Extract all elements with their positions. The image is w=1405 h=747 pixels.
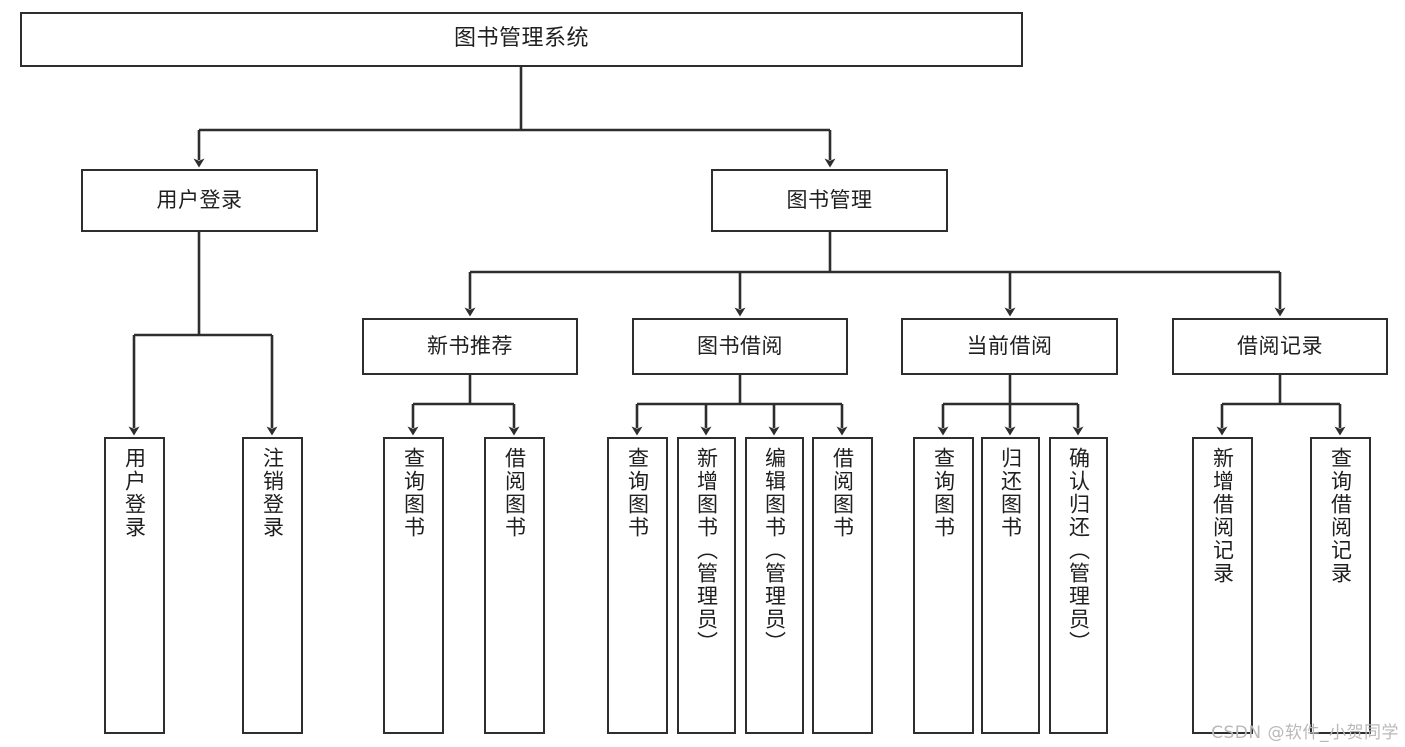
node-leaf-add-book[interactable]: 新增图书（管理员）	[677, 437, 736, 734]
node-label: 新增图书（管理员）	[694, 447, 719, 654]
node-label: 图书管理系统	[453, 26, 589, 52]
node-label: 查询图书	[625, 447, 650, 539]
node-leaf-confirm-return[interactable]: 确认归还（管理员）	[1049, 437, 1108, 734]
node-borrow-record[interactable]: 借阅记录	[1172, 318, 1388, 375]
node-root-system[interactable]: 图书管理系统	[20, 12, 1023, 67]
node-label: 图书管理	[786, 187, 873, 212]
csdn-watermark: CSDN @软件_小贺同学	[1211, 723, 1399, 743]
node-label: 借阅图书	[502, 447, 527, 539]
node-label: 新书推荐	[427, 333, 513, 358]
node-leaf-borrow-book-recommend[interactable]: 借阅图书	[484, 437, 545, 734]
node-label: 用户登录	[156, 187, 243, 212]
node-label: 查询借阅记录	[1328, 447, 1353, 585]
node-user-login[interactable]: 用户登录	[81, 169, 318, 232]
node-leaf-user-login[interactable]: 用户登录	[104, 437, 165, 734]
node-label: 确认归还（管理员）	[1066, 447, 1091, 654]
node-leaf-return-book[interactable]: 归还图书	[981, 437, 1040, 734]
node-leaf-query-book-borrow[interactable]: 查询图书	[607, 437, 668, 734]
node-label: 归还图书	[998, 447, 1023, 539]
node-leaf-add-borrow-record[interactable]: 新增借阅记录	[1192, 437, 1253, 734]
node-label: 借阅图书	[830, 447, 855, 539]
node-book-manage[interactable]: 图书管理	[711, 169, 948, 232]
node-label: 图书借阅	[697, 333, 783, 358]
node-leaf-query-borrow-record[interactable]: 查询借阅记录	[1310, 437, 1371, 734]
node-label: 当前借阅	[966, 333, 1053, 358]
node-book-borrow[interactable]: 图书借阅	[632, 318, 848, 375]
node-label: 注销登录	[260, 447, 285, 539]
node-label: 编辑图书（管理员）	[762, 447, 787, 654]
node-label: 查询图书	[931, 447, 956, 539]
node-label: 借阅记录	[1237, 333, 1323, 358]
node-current-borrow[interactable]: 当前借阅	[901, 318, 1118, 375]
node-leaf-logout-login[interactable]: 注销登录	[242, 437, 303, 734]
node-label: 新增借阅记录	[1210, 447, 1235, 585]
node-new-book-recommend[interactable]: 新书推荐	[362, 318, 578, 375]
node-label: 用户登录	[122, 447, 147, 539]
node-leaf-edit-book[interactable]: 编辑图书（管理员）	[745, 437, 804, 734]
node-leaf-borrow-book[interactable]: 借阅图书	[812, 437, 873, 734]
node-leaf-query-book-recommend[interactable]: 查询图书	[383, 437, 444, 734]
node-label: 查询图书	[401, 447, 426, 539]
node-leaf-query-book-current[interactable]: 查询图书	[913, 437, 974, 734]
